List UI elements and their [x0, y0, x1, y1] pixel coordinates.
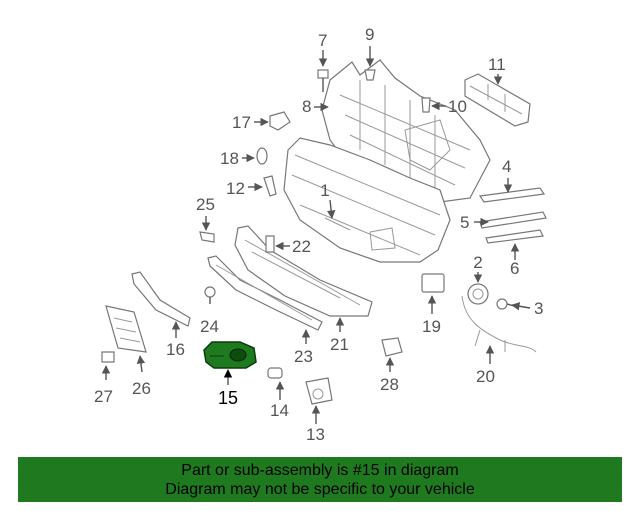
part-5-molding: [479, 211, 547, 229]
part-14-bulb: [267, 367, 283, 379]
part-1-bumper-cover: [283, 137, 451, 263]
part-7-screw: [317, 69, 329, 92]
callout-15: 15: [218, 369, 238, 408]
part-4-molding: [478, 187, 546, 203]
part-11-bracket: [464, 73, 531, 127]
callout-25: 25: [196, 195, 215, 231]
part-3-bolt: [496, 298, 515, 310]
callout-8: 8: [302, 97, 329, 116]
svg-text:9: 9: [365, 25, 374, 44]
footer-line-2: Diagram may not be specific to your vehi…: [165, 481, 475, 498]
part-23-valance: [207, 255, 323, 331]
footer-banner: Part or sub-assembly is #15 in diagram D…: [18, 457, 622, 502]
callout-26: 26: [132, 355, 151, 398]
callout-16: 16: [166, 321, 185, 359]
callout-13: 13: [306, 405, 325, 444]
part-19-sensor: [421, 273, 445, 293]
callout-12: 12: [226, 179, 263, 198]
svg-text:6: 6: [510, 259, 519, 278]
svg-text:2: 2: [473, 253, 482, 272]
svg-text:18: 18: [220, 149, 239, 168]
part-2-fog-lamp: [467, 283, 489, 305]
svg-text:23: 23: [294, 347, 313, 366]
svg-text:3: 3: [534, 299, 543, 318]
callout-11: 11: [488, 55, 506, 85]
callout-19: 19: [422, 295, 441, 336]
part-10-clip: [421, 97, 431, 113]
svg-text:8: 8: [302, 97, 311, 116]
svg-text:14: 14: [270, 401, 289, 420]
part-18-grommet: [256, 147, 268, 165]
part-16-strip: [131, 271, 191, 327]
part-28-socket: [381, 337, 403, 357]
svg-text:24: 24: [200, 317, 219, 336]
svg-text:27: 27: [94, 387, 113, 406]
callout-21: 21: [330, 317, 349, 354]
callout-6: 6: [510, 243, 519, 278]
svg-text:1: 1: [320, 181, 329, 200]
part-21-deflector: [234, 225, 373, 317]
callout-14: 14: [270, 381, 289, 420]
part-24-bolt: [204, 286, 216, 304]
callout-28: 28: [380, 357, 399, 394]
callout-27: 27: [94, 365, 113, 406]
svg-text:16: 16: [166, 340, 185, 359]
callout-2: 2: [473, 253, 483, 283]
callout-7: 7: [318, 31, 327, 67]
svg-text:19: 19: [422, 317, 441, 336]
callout-22: 22: [275, 237, 311, 256]
svg-text:20: 20: [476, 367, 495, 386]
callout-17: 17: [232, 113, 269, 132]
svg-text:15: 15: [218, 388, 238, 408]
footer-line-1: Part or sub-assembly is #15 in diagram: [181, 462, 459, 479]
callout-18: 18: [220, 149, 255, 168]
svg-text:4: 4: [502, 157, 511, 176]
callout-9: 9: [365, 25, 374, 67]
callout-20: 20: [476, 345, 495, 386]
part-6-strip: [485, 229, 544, 244]
part-20-harness: [461, 295, 537, 353]
callout-5: 5: [460, 213, 489, 232]
svg-text:21: 21: [330, 335, 349, 354]
svg-text:13: 13: [306, 425, 325, 444]
callout-10: 10: [431, 97, 467, 116]
part-27-screw: [101, 351, 115, 363]
part-26-license-bracket: [105, 305, 147, 353]
svg-text:26: 26: [132, 379, 151, 398]
svg-text:5: 5: [460, 213, 469, 232]
svg-text:17: 17: [232, 113, 251, 132]
callout-4: 4: [502, 157, 513, 193]
svg-text:11: 11: [488, 55, 506, 74]
svg-text:25: 25: [196, 195, 215, 214]
callout-23: 23: [294, 329, 313, 366]
callout-1: 1: [320, 181, 336, 219]
svg-text:28: 28: [380, 375, 399, 394]
parts-diagram: 1 2 3 4 5 6 7 8 9 10 11 12: [94, 25, 547, 444]
part-12-bracket: [263, 175, 277, 197]
callout-24: 24: [200, 317, 219, 336]
svg-text:12: 12: [226, 179, 245, 198]
svg-text:10: 10: [448, 97, 467, 116]
callout-3: 3: [511, 299, 543, 318]
svg-text:22: 22: [292, 237, 311, 256]
part-17-sensor: [269, 111, 291, 131]
part-22-bolt: [265, 235, 275, 253]
svg-text:7: 7: [318, 31, 327, 50]
part-13-housing: [305, 377, 333, 405]
part-15-fog-lamp-bezel: [203, 341, 257, 369]
part-25-clip: [199, 231, 215, 243]
part-9-clip: [364, 69, 376, 81]
